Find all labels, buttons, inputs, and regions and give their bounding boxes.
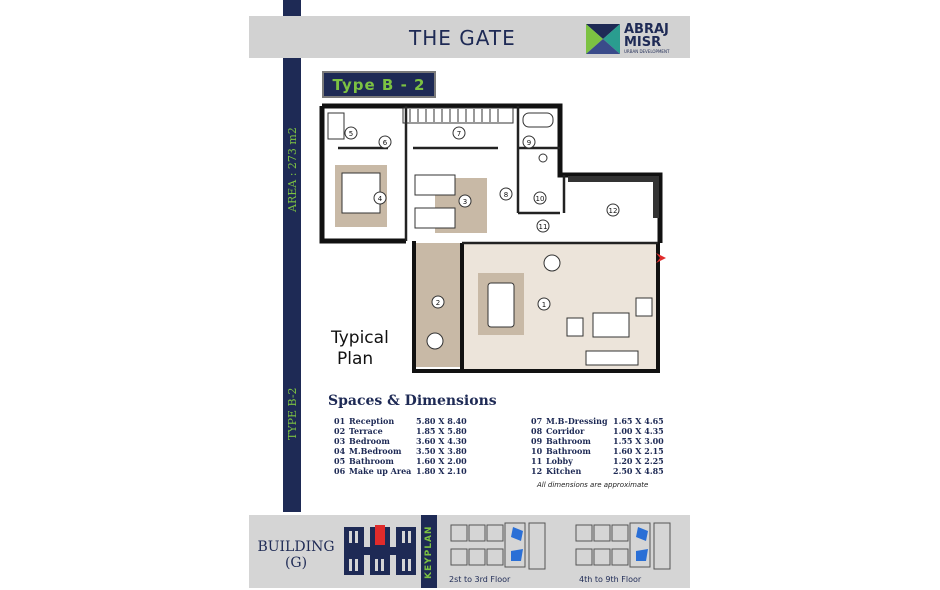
svg-text:7: 7 xyxy=(457,130,461,138)
space-dim: 1.60 X 2.15 xyxy=(613,446,664,456)
space-num: 07 xyxy=(531,416,543,426)
space-dim: 1.65 X 4.65 xyxy=(613,416,664,426)
space-num: 09 xyxy=(531,436,543,446)
space-name: Bathroom xyxy=(546,436,591,446)
space-num: 06 xyxy=(334,466,346,476)
space-dim: 5.80 X 8.40 xyxy=(416,416,467,426)
space-name: Bathroom xyxy=(546,446,591,456)
typical-line-1: Typical xyxy=(331,328,389,348)
building-block-icon xyxy=(344,525,416,575)
keyplan-floor-4-9-diagram xyxy=(575,522,671,570)
type-side-label: TYPE B-2 xyxy=(286,387,299,440)
space-name: M.B-Dressing xyxy=(546,416,608,426)
space-dim: 1.20 X 2.25 xyxy=(613,456,664,466)
svg-text:8: 8 xyxy=(504,191,508,199)
keyplan-floor-2-3-label: 2st to 3rd Floor xyxy=(449,575,511,584)
space-name: Reception xyxy=(349,416,395,426)
logo-word-abraj: ABRAJ xyxy=(624,22,669,37)
svg-text:10: 10 xyxy=(536,195,545,203)
logo-tagline: URBAN DEVELOPMENT xyxy=(624,49,670,54)
logo-word-misr: MISR xyxy=(624,35,662,50)
space-num: 01 xyxy=(334,416,346,426)
space-num: 11 xyxy=(531,456,543,466)
footer-band: BUILDING (G) KEYPLAN xyxy=(249,515,690,588)
space-dim: 1.80 X 2.10 xyxy=(416,466,467,476)
keyplan-floor-2-3-diagram xyxy=(450,522,546,570)
space-name: Terrace xyxy=(349,426,383,436)
keyplan-label: KEYPLAN xyxy=(424,525,434,579)
room-marker-8: 8 xyxy=(499,187,513,201)
svg-text:6: 6 xyxy=(383,139,388,147)
room-marker-3: 3 xyxy=(458,194,472,208)
room-marker-1: 1 xyxy=(537,297,551,311)
space-num: 08 xyxy=(531,426,543,436)
building-word: BUILDING xyxy=(257,539,335,555)
room-number-markers: 1 2 3 4 5 6 7 8 9 10 11 12 xyxy=(344,126,620,311)
room-marker-6: 6 xyxy=(378,135,392,149)
space-num: 10 xyxy=(531,446,543,456)
side-bar-top xyxy=(283,0,301,16)
svg-text:11: 11 xyxy=(539,223,548,231)
room-marker-2: 2 xyxy=(431,295,445,309)
typical-line-2: Plan xyxy=(337,349,374,369)
unit-type-badge: Type B - 2 xyxy=(322,71,436,98)
room-marker-4: 4 xyxy=(373,191,387,205)
room-marker-11: 11 xyxy=(536,219,550,233)
svg-text:4: 4 xyxy=(378,195,383,203)
area-label: AREA : 273 m2 xyxy=(286,127,299,212)
building-label: BUILDING (G) xyxy=(253,539,339,571)
svg-text:5: 5 xyxy=(349,130,353,138)
space-name: Bathroom xyxy=(349,456,394,466)
header-band: THE GATE ABRAJ MISR URBAN DEVELOPMENT xyxy=(249,16,690,58)
space-name: Kitchen xyxy=(546,466,582,476)
space-dim: 3.50 X 3.80 xyxy=(416,446,467,456)
room-marker-7: 7 xyxy=(452,126,466,140)
space-name: Lobby xyxy=(546,456,573,466)
keyplan-floor-4-9-label: 4th to 9th Floor xyxy=(579,575,642,584)
typical-plan-label: Typical Plan xyxy=(331,328,389,370)
svg-text:9: 9 xyxy=(527,139,531,147)
svg-text:3: 3 xyxy=(463,198,467,206)
room-marker-5: 5 xyxy=(344,126,358,140)
space-num: 05 xyxy=(334,456,346,466)
space-dim: 1.60 X 2.00 xyxy=(416,456,467,466)
spaces-title: Spaces & Dimensions xyxy=(328,393,497,409)
svg-text:2: 2 xyxy=(436,299,440,307)
room-marker-12: 12 xyxy=(606,203,620,217)
space-num: 02 xyxy=(334,426,346,436)
space-dim: 1.85 X 5.80 xyxy=(416,426,467,436)
space-dim: 3.60 X 4.30 xyxy=(416,436,467,446)
approximate-note: All dimensions are approximate xyxy=(537,481,649,489)
svg-text:12: 12 xyxy=(609,207,618,215)
project-title: THE GATE xyxy=(409,26,516,50)
space-name: Make up Area xyxy=(349,466,412,476)
space-dim: 2.50 X 4.85 xyxy=(613,466,664,476)
space-dim: 1.00 X 4.35 xyxy=(613,426,664,436)
unit-type-text: Type B - 2 xyxy=(332,76,426,94)
svg-text:1: 1 xyxy=(542,301,546,309)
space-dim: 1.55 X 3.00 xyxy=(613,436,664,446)
space-num: 03 xyxy=(334,436,346,446)
room-marker-9: 9 xyxy=(522,135,536,149)
building-letter: (G) xyxy=(284,555,308,571)
logo-mark-icon xyxy=(586,24,620,54)
space-name: Corridor xyxy=(546,426,585,436)
space-num: 04 xyxy=(334,446,346,456)
brand-logo: ABRAJ MISR URBAN DEVELOPMENT xyxy=(586,22,686,54)
side-bar xyxy=(283,58,301,512)
space-name: Bedroom xyxy=(349,436,390,446)
space-name: M.Bedroom xyxy=(349,446,402,456)
floor-plan-rooms xyxy=(319,103,666,373)
keyplan-bar xyxy=(421,515,437,588)
floor-plan-drawing: 1 2 3 4 5 6 7 8 9 10 11 12 xyxy=(319,103,666,373)
space-num: 12 xyxy=(531,466,543,476)
room-marker-10: 10 xyxy=(533,191,547,205)
